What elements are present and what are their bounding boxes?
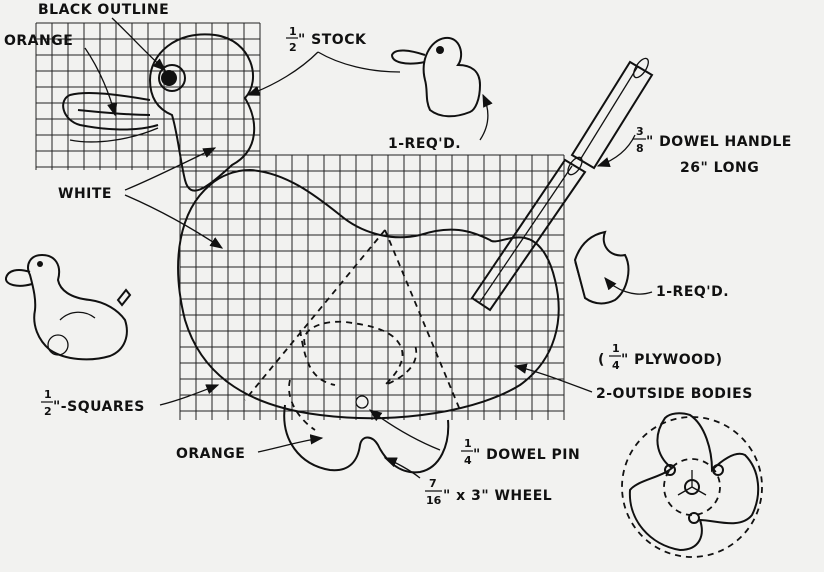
labels: BLACK OUTLINE ORANGE 1 2 " STOCK WHITE 1… xyxy=(4,2,792,507)
leader-lines xyxy=(84,17,653,479)
label-dowel-length: 26" LONG xyxy=(680,160,759,176)
small-body-piece xyxy=(573,230,630,305)
label-req-right: 1-REQ'D. xyxy=(656,284,729,300)
label-plywood: " PLYWOOD) xyxy=(621,352,723,368)
half-stock-num: 1 xyxy=(289,25,297,38)
eye-outline xyxy=(158,64,186,92)
eye-pupil xyxy=(161,70,177,86)
duck-head-outline xyxy=(62,33,256,192)
head-grid xyxy=(35,22,261,170)
label-half-stock: " STOCK xyxy=(298,32,367,48)
label-req-top: 1-REQ'D. xyxy=(388,136,461,152)
plywood-den: 4 xyxy=(612,359,620,372)
body-grid xyxy=(179,154,565,420)
dowel-pin-den: 4 xyxy=(464,454,472,467)
plywood-open: ( xyxy=(598,352,605,368)
label-dowel-pin: " DOWEL PIN xyxy=(473,447,580,463)
half-stock-den: 2 xyxy=(289,41,297,54)
assembled-duck-sketch xyxy=(5,253,132,361)
dowel-handle-den: 8 xyxy=(636,142,644,155)
wheel-num: 7 xyxy=(429,477,437,490)
squares-num: 1 xyxy=(44,388,52,401)
wheel-den: 16 xyxy=(426,494,442,507)
dowel-pin-hole xyxy=(355,395,369,409)
dowel-handle xyxy=(470,57,654,312)
label-orange-top: ORANGE xyxy=(4,33,73,49)
label-white: WHITE xyxy=(58,186,112,202)
dowel-pin-num: 1 xyxy=(464,437,472,450)
dowel-handle-num: 3 xyxy=(636,125,644,138)
label-dowel-handle: " DOWEL HANDLE xyxy=(646,134,792,150)
small-head-piece xyxy=(390,36,482,118)
duck-body-outline xyxy=(177,168,560,431)
wheel-outline xyxy=(283,404,450,474)
label-wheel: " x 3" WHEEL xyxy=(443,488,552,504)
label-outside-bodies: 2-OUTSIDE BODIES xyxy=(596,386,753,402)
label-orange-bottom: ORANGE xyxy=(176,446,245,462)
label-squares: "-SQUARES xyxy=(53,399,145,415)
squares-den: 2 xyxy=(44,405,52,418)
wheel-assembly xyxy=(621,412,763,558)
label-black-outline: BLACK OUTLINE xyxy=(38,2,169,18)
plywood-num: 1 xyxy=(612,342,620,355)
